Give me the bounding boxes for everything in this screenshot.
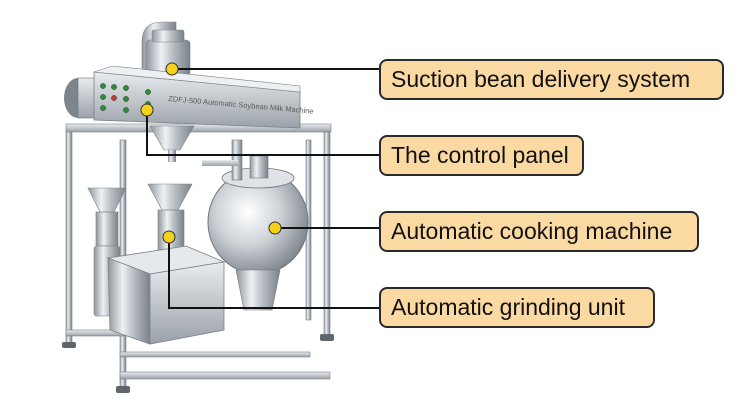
collection-tank <box>106 245 226 345</box>
suction-hopper <box>141 21 191 77</box>
grinder-right <box>147 183 193 251</box>
feed-funnel <box>149 125 195 151</box>
leader-control <box>146 110 383 156</box>
callout-label: Automatic grinding unit <box>391 294 625 320</box>
callout-label: Suction bean delivery system <box>391 66 691 92</box>
frame-feet <box>62 334 334 393</box>
callout-control-panel: The control panel <box>379 135 584 176</box>
callout-automatic-cooking-machine: Automatic cooking machine <box>379 211 699 252</box>
marker-dot-suction <box>165 62 179 76</box>
marker-dot-grinding <box>162 230 176 244</box>
marker-dot-control <box>140 103 154 117</box>
callout-automatic-grinding-unit: Automatic grinding unit <box>379 287 655 328</box>
leader-grinding <box>168 237 383 309</box>
marker-dots <box>140 62 282 244</box>
leader-lines <box>146 68 383 309</box>
callout-suction-bean-delivery: Suction bean delivery system <box>379 59 724 100</box>
control-buttons <box>100 83 151 113</box>
callout-label: Automatic cooking machine <box>391 218 673 244</box>
callout-label: The control panel <box>391 142 569 168</box>
marker-dot-cooking <box>268 221 282 235</box>
cooking-tank <box>202 139 309 311</box>
